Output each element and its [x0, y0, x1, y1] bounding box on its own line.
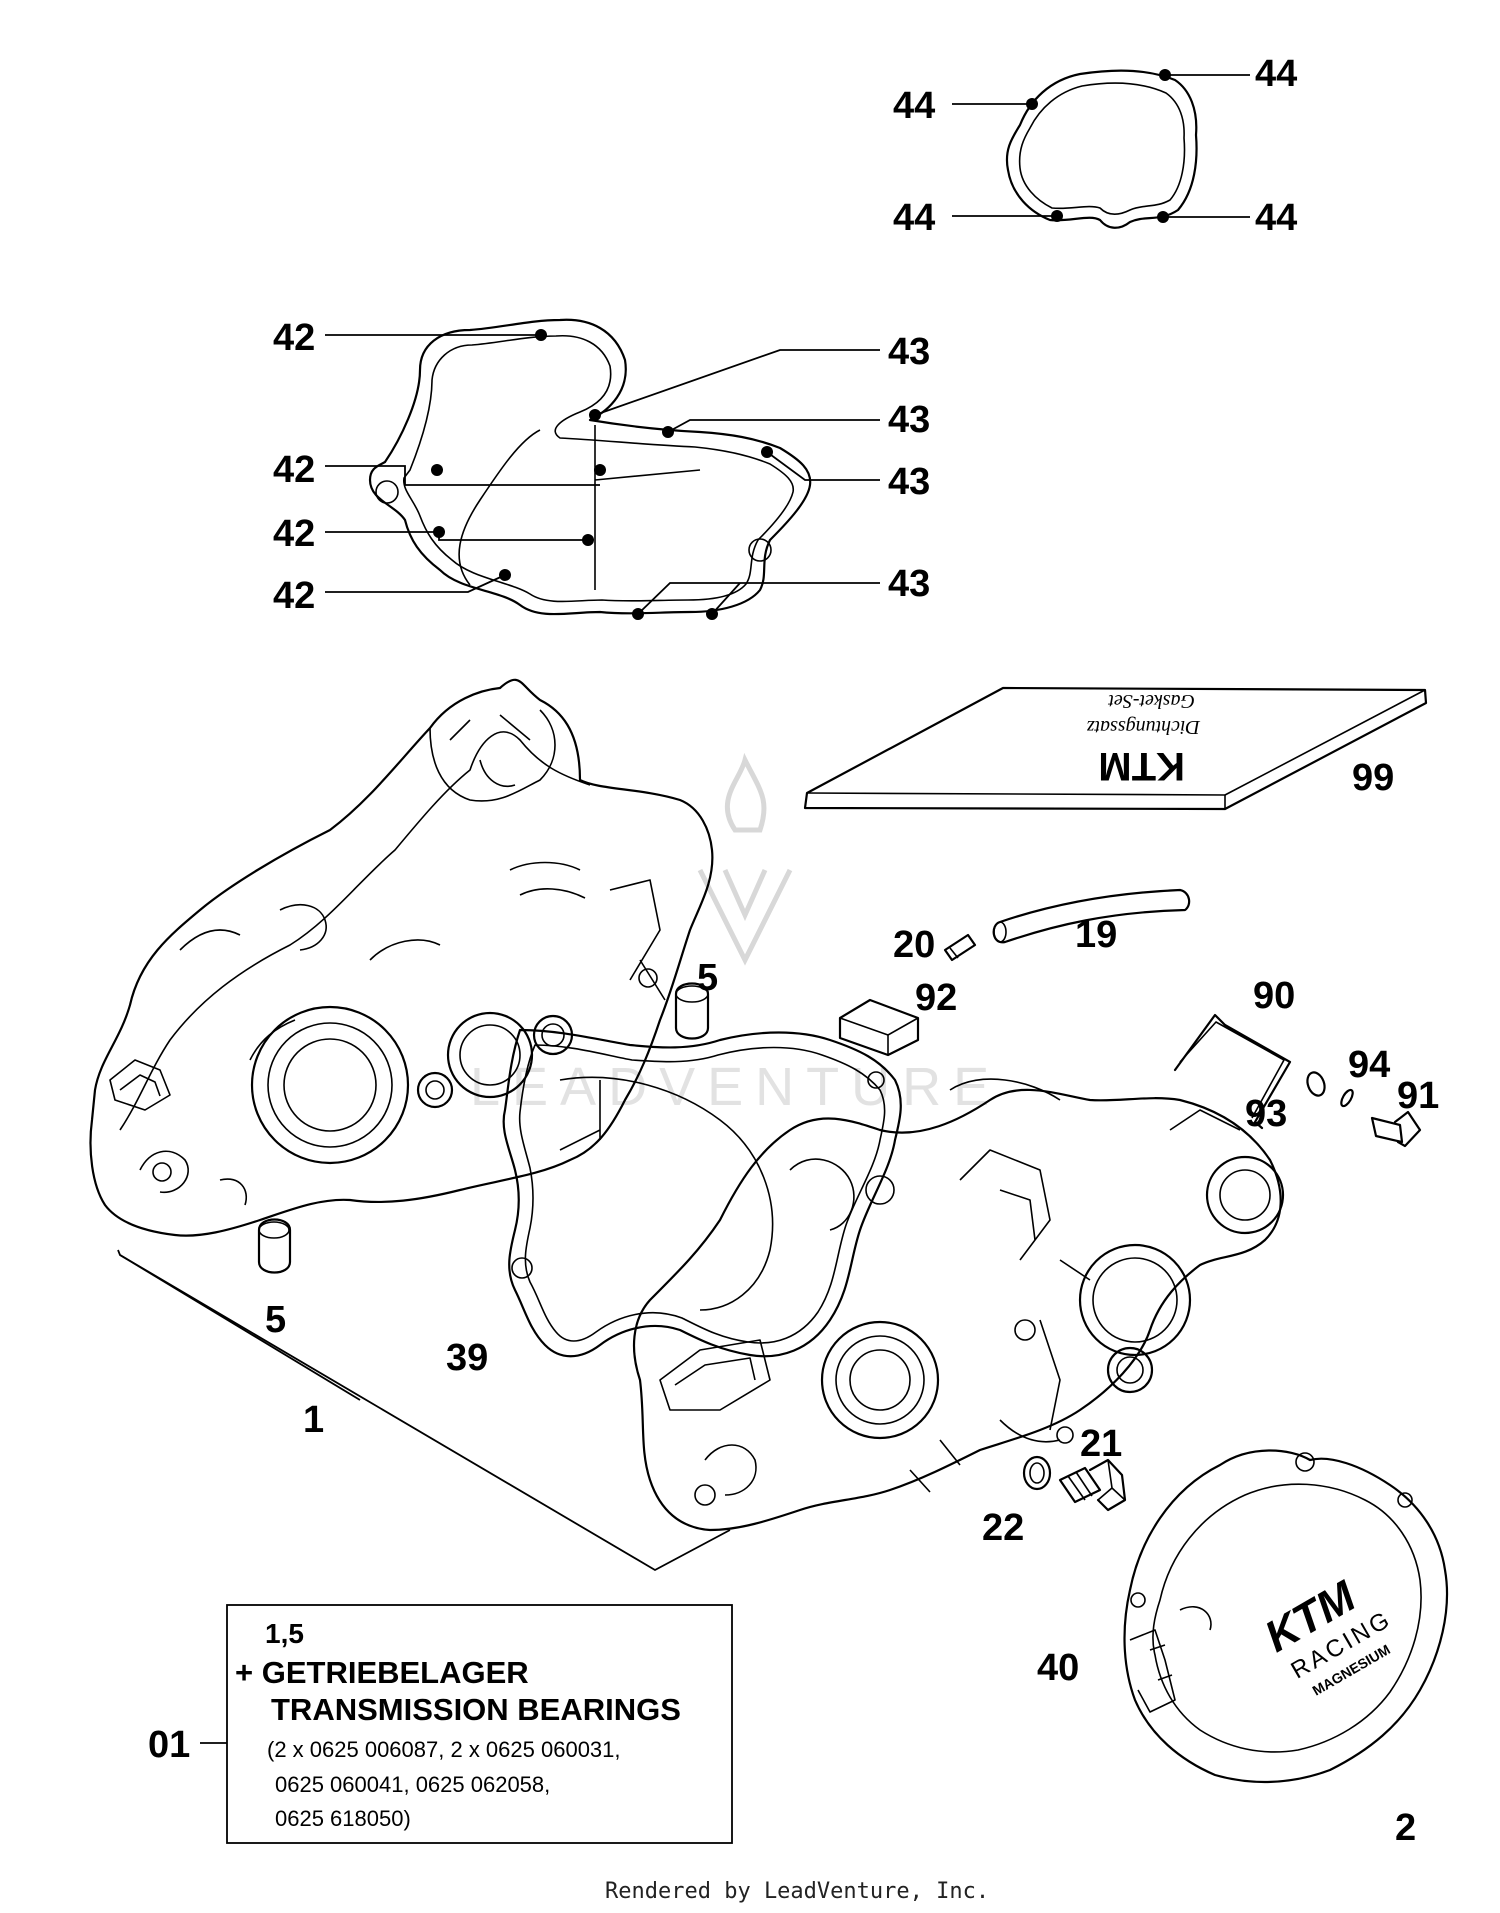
callout-2: 2: [1395, 1807, 1416, 1849]
crankcase-left-half: [89, 678, 714, 1237]
reed-insert: [838, 998, 920, 1057]
dowel-sleeve-upper: [674, 982, 710, 1040]
note-line5: 0625 060041, 0625 062058,: [275, 1772, 550, 1797]
callout-44-bottom-right: 44: [1255, 197, 1297, 239]
callout-91: 91: [1397, 1075, 1439, 1117]
callout-39: 39: [446, 1337, 488, 1379]
kit-note-box: 1,5 + GETRIEBELAGER TRANSMISSION BEARING…: [200, 1604, 733, 1844]
retaining-clip: [1173, 1013, 1292, 1130]
watermark-logo: LEADVENTURE: [470, 752, 1001, 1117]
callout-44-top-right: 44: [1255, 53, 1297, 95]
callout-43-a: 43: [888, 331, 930, 373]
callout-93: 93: [1245, 1093, 1287, 1135]
callout-42-43-group: [325, 329, 880, 620]
callout-44-group: [952, 69, 1250, 223]
ignition-cover-gasket: [1005, 69, 1198, 229]
callout-44-top-left: 44: [893, 85, 935, 127]
footer-credit: Rendered by LeadVenture, Inc.: [605, 1879, 989, 1904]
callout-44-bottom-left: 44: [893, 197, 935, 239]
callout-5-lower: 5: [265, 1299, 286, 1341]
callout-20: 20: [893, 924, 935, 966]
callout-5-upper: 5: [697, 957, 718, 999]
watermark-text: LEADVENTURE: [470, 1057, 1001, 1117]
seal-ring: [1022, 1455, 1052, 1491]
callout-43-b: 43: [888, 399, 930, 441]
note-line2: + GETRIEBELAGER: [235, 1655, 529, 1690]
drain-plug: [1058, 1458, 1127, 1512]
callout-42-d: 42: [273, 575, 315, 617]
callout-43-c: 43: [888, 461, 930, 503]
gasket-set-brand: KTM: [1098, 744, 1185, 788]
callout-94: 94: [1348, 1044, 1390, 1086]
callout-99: 99: [1352, 757, 1394, 799]
crankcase-gasket-39: [502, 1028, 902, 1358]
washer: [1306, 1071, 1326, 1097]
callout-43-d: 43: [888, 563, 930, 605]
o-ring: [1340, 1088, 1354, 1108]
note-line4: (2 x 0625 006087, 2 x 0625 060031,: [267, 1737, 621, 1762]
callout-40: 40: [1037, 1647, 1079, 1689]
note-line1: 1,5: [265, 1618, 304, 1649]
nipple: [943, 933, 977, 962]
ignition-cover: KTM RACING MAGNESIUM: [1123, 1449, 1449, 1784]
crankcase-right-half: [632, 1078, 1285, 1532]
callout-42-a: 42: [273, 317, 315, 359]
note-line3: TRANSMISSION BEARINGS: [271, 1692, 681, 1727]
callout-22: 22: [982, 1507, 1024, 1549]
callout-42-c: 42: [273, 513, 315, 555]
callout-92: 92: [915, 977, 957, 1019]
dowel-sleeve-lower: [257, 1218, 292, 1274]
callout-1: 1: [303, 1399, 324, 1441]
breather-hose: [992, 888, 1191, 944]
callout-19: 19: [1075, 914, 1117, 956]
crankcase-gasket: [368, 318, 812, 616]
screw: [1370, 1110, 1422, 1148]
callout-42-b: 42: [273, 449, 315, 491]
gasket-set-line2: Gasket-Set: [1108, 690, 1195, 712]
callout-1-bracket: [117, 1249, 731, 1572]
gasket-set-package: KTM Dichtungssatz Gasket-Set: [803, 686, 1428, 811]
note-line6: 0625 618050): [275, 1806, 411, 1831]
callout-21: 21: [1080, 1423, 1122, 1465]
callout-90: 90: [1253, 975, 1295, 1017]
callout-01: 01: [148, 1724, 190, 1766]
gasket-set-line1: Dichtungssatz: [1086, 716, 1201, 738]
